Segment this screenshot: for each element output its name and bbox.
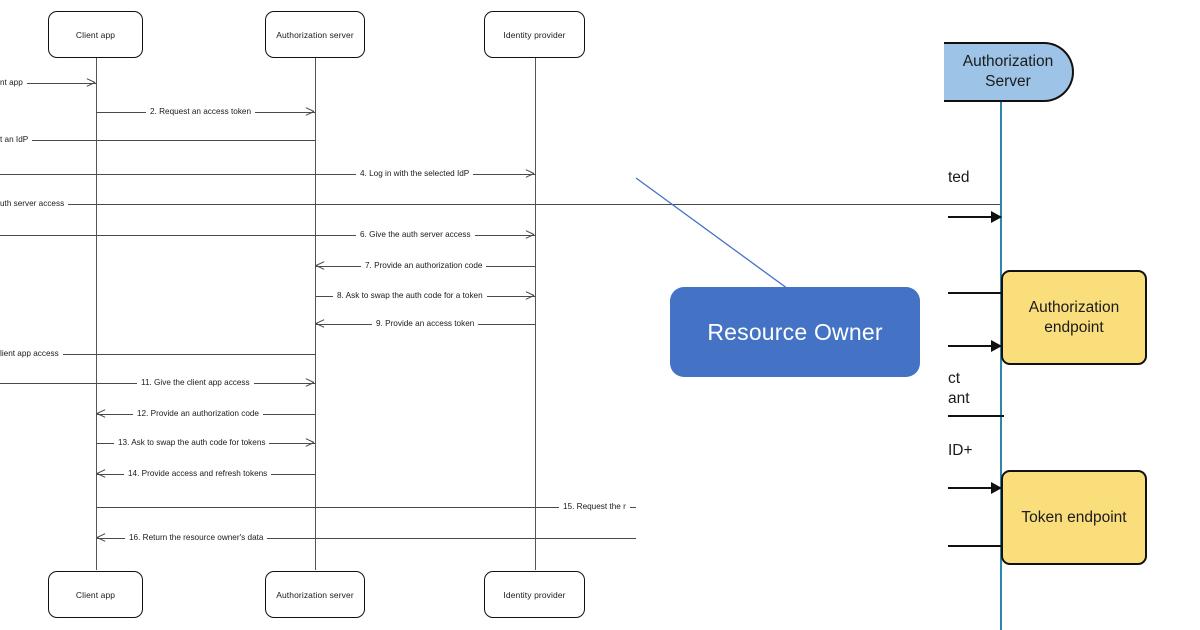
participant-label: Client app bbox=[75, 589, 116, 600]
lifeline-client-app bbox=[95, 58, 97, 570]
message-label-10: lient app access bbox=[0, 349, 63, 359]
message-label-13: 13. Ask to swap the auth code for tokens bbox=[114, 438, 270, 448]
message-line-6 bbox=[0, 235, 536, 236]
clipped-fragment-ct: ct bbox=[948, 370, 961, 387]
right-arrowhead-1 bbox=[991, 211, 1002, 223]
arrowhead-right-11 bbox=[305, 379, 314, 388]
clipped-fragment-ant: ant bbox=[948, 390, 970, 407]
participant-box-identity-provider-top: Identity provider bbox=[484, 11, 585, 58]
participant-box-authorization-server-bottom: Authorization server bbox=[265, 571, 365, 618]
arrowhead-left-16 bbox=[97, 534, 106, 543]
message-label-9: 9. Provide an access token bbox=[372, 319, 479, 329]
message-line-3 bbox=[0, 140, 316, 141]
participant-box-authorization-server-top: Authorization server bbox=[265, 11, 365, 58]
lifeline-authorization-server bbox=[314, 58, 316, 570]
clipped-fragment-id-plus: ID+ bbox=[948, 442, 973, 459]
right-connector-line-1 bbox=[948, 216, 1001, 218]
arrowhead-right-13 bbox=[305, 439, 314, 448]
message-label-2: 2. Request an access token bbox=[146, 107, 256, 117]
participant-box-client-app-top: Client app bbox=[48, 11, 143, 58]
token-endpoint-box[interactable]: Token endpoint bbox=[1001, 470, 1147, 565]
message-label-1: nt app bbox=[0, 78, 27, 88]
clipped-fragment-ted: ted bbox=[948, 169, 970, 186]
message-label-12: 12. Provide an authorization code bbox=[133, 409, 263, 419]
arrowhead-right-1 bbox=[86, 79, 95, 88]
participant-box-client-app-bottom: Client app bbox=[48, 571, 143, 618]
participant-label: Identity provider bbox=[503, 29, 566, 40]
arrowhead-left-9 bbox=[316, 320, 325, 329]
message-line-15 bbox=[96, 507, 636, 508]
right-arrowhead-2 bbox=[991, 340, 1002, 352]
resource-owner-leader-line bbox=[635, 177, 796, 295]
message-label-11: 11. Give the client app access bbox=[137, 378, 254, 388]
lifeline-identity-provider bbox=[534, 58, 536, 570]
participant-label: Authorization server bbox=[276, 589, 354, 600]
arrowhead-left-7 bbox=[316, 262, 325, 271]
message-line-1 bbox=[0, 83, 96, 84]
message-label-15: 15. Request the r bbox=[559, 502, 630, 512]
right-connector-line-3 bbox=[948, 345, 1001, 347]
right-connector-line-4 bbox=[948, 415, 1004, 417]
authorization-server-shape[interactable]: Authorization Server bbox=[944, 42, 1074, 102]
message-label-8: 8. Ask to swap the auth code for a token bbox=[333, 291, 487, 301]
arrowhead-left-14 bbox=[97, 470, 106, 479]
resource-owner-label: Resource Owner bbox=[707, 318, 883, 345]
message-line-5 bbox=[0, 204, 1000, 205]
authorization-server-label: Authorization Server bbox=[962, 53, 1054, 90]
message-label-16: 16. Return the resource owner's data bbox=[125, 533, 268, 543]
message-line-4 bbox=[0, 174, 536, 175]
right-arrowhead-3 bbox=[991, 482, 1002, 494]
arrowhead-right-8 bbox=[525, 292, 534, 301]
message-label-7: 7. Provide an authorization code bbox=[361, 261, 487, 271]
participant-box-identity-provider-bottom: Identity provider bbox=[484, 571, 585, 618]
participant-label: Client app bbox=[75, 29, 116, 40]
authorization-endpoint-label: Authorization endpoint bbox=[1028, 298, 1120, 336]
message-label-6: 6. Give the auth server access bbox=[356, 230, 475, 240]
token-endpoint-label: Token endpoint bbox=[1021, 508, 1127, 526]
message-label-3: t an IdP bbox=[0, 135, 33, 145]
right-connector-line-6 bbox=[948, 545, 1004, 547]
participant-label: Identity provider bbox=[503, 589, 566, 600]
arrowhead-left-12 bbox=[97, 410, 106, 419]
arrowhead-right-4 bbox=[525, 170, 534, 179]
message-label-14: 14. Provide access and refresh tokens bbox=[124, 469, 272, 479]
right-connector-line-2 bbox=[948, 292, 1004, 294]
resource-owner-box[interactable]: Resource Owner bbox=[670, 287, 920, 377]
message-line-16 bbox=[96, 538, 636, 539]
right-connector-line-5 bbox=[948, 487, 1001, 489]
participant-label: Authorization server bbox=[276, 29, 354, 40]
message-label-4: 4. Log in with the selected IdP bbox=[356, 169, 474, 179]
authorization-server-lifeline bbox=[1000, 101, 1003, 630]
message-line-10 bbox=[0, 354, 316, 355]
arrowhead-right-2 bbox=[305, 108, 314, 117]
authorization-endpoint-box[interactable]: Authorization endpoint bbox=[1001, 270, 1147, 365]
message-label-5: uth server access bbox=[0, 199, 69, 209]
arrowhead-right-6 bbox=[525, 231, 534, 240]
